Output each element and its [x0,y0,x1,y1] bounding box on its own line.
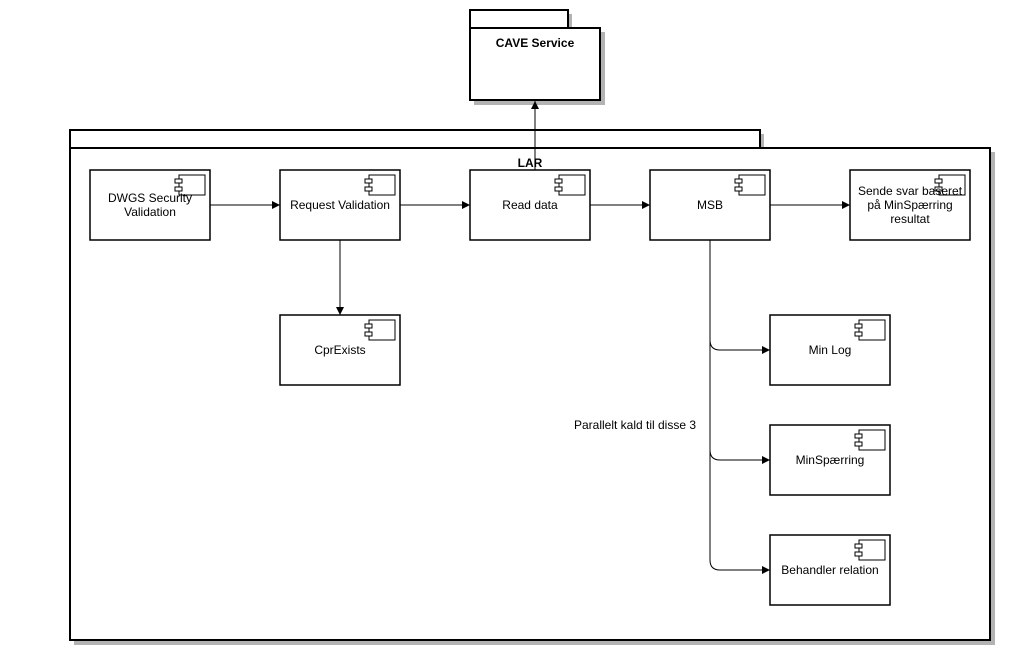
cave-service-title: CAVE Service [496,36,575,50]
cave-tab [469,9,569,29]
component-icon [364,319,396,341]
component-dwgs-security-validation[interactable]: DWGS Security Validation [89,169,211,241]
edge-msb-to-behandler [709,450,770,574]
component-icon [554,174,586,196]
component-icon [854,429,886,451]
component-icon [854,319,886,341]
dwgs-label-line2: Validation [124,205,176,219]
request-validation-label: Request Validation [290,198,390,212]
behandler-relation-label: Behandler relation [781,563,878,577]
lar-title: LAR [518,156,543,170]
component-min-log[interactable]: Min Log [769,314,891,386]
msb-label: MSB [697,198,723,212]
lar-tab [69,129,761,149]
component-icon [734,174,766,196]
component-icon [364,174,396,196]
component-cprexists[interactable]: CprExists [279,314,401,386]
sende-label-line3: resultat [890,212,930,226]
sende-label-line1: Sende svar baseret [858,184,963,198]
parallel-call-note: Parallelt kald til disse 3 [574,418,696,432]
component-behandler-relation[interactable]: Behandler relation [769,534,891,606]
sende-label-line2: på MinSpærring [867,198,952,212]
connectors [210,101,850,574]
component-minspaerring[interactable]: MinSpærring [769,424,891,496]
component-request-validation[interactable]: Request Validation [279,169,401,241]
cprexists-label: CprExists [314,343,365,357]
cave-body [469,27,601,101]
cave-service-package[interactable]: CAVE Service [469,9,605,105]
dwgs-label-line1: DWGS Security [108,191,192,205]
minspaerring-label: MinSpærring [796,453,865,467]
component-icon [854,539,886,561]
component-read-data[interactable]: Read data [469,169,591,241]
min-log-label: Min Log [809,343,852,357]
component-sende-svar[interactable]: Sende svar baseret på MinSpærring result… [849,169,971,241]
read-data-label: Read data [502,198,558,212]
component-msb[interactable]: MSB [649,169,771,241]
